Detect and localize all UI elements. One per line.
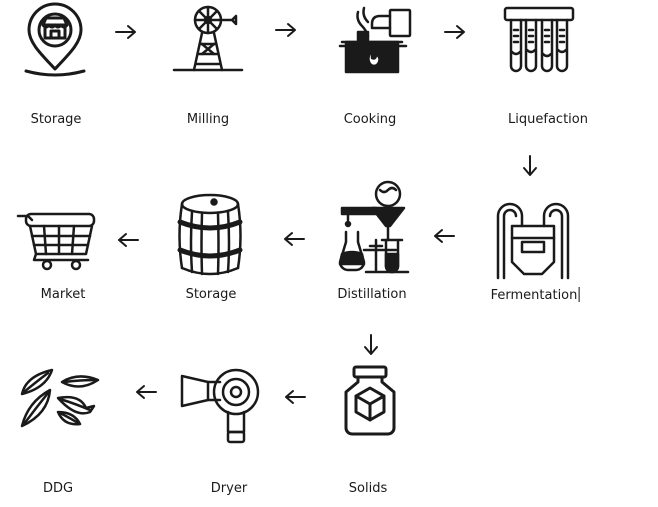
step-label-distillation: Distillation: [337, 287, 407, 302]
step-label-liquefaction: Liquefaction: [508, 112, 588, 127]
dryer-icon: [178, 368, 262, 446]
step-label-cooking: Cooking: [343, 112, 397, 127]
windmill-tower-icon: [168, 4, 248, 76]
grain-leaves-icon: [16, 368, 102, 430]
distillation-flasks-icon: [336, 180, 414, 280]
step-label-storage-1: Storage: [30, 112, 82, 127]
step-label-fermentation: Fermentation: [491, 287, 580, 303]
arrow-right-icon: [274, 22, 298, 38]
jar-with-cube-icon: [340, 364, 400, 436]
arrow-right-icon: [443, 24, 467, 40]
arrow-down-icon: [522, 154, 538, 178]
wooden-barrel-icon: [176, 192, 244, 278]
arrow-left-icon: [134, 384, 158, 400]
shopping-cart-icon: [14, 210, 98, 274]
step-label-milling: Milling: [186, 112, 230, 127]
step-label-market: Market: [40, 287, 86, 302]
cooking-pot-fire-icon: [336, 2, 414, 78]
arrow-right-icon: [114, 24, 138, 40]
arrow-left-icon: [432, 228, 456, 244]
step-label-fermentation-text: Fermentation: [490, 288, 578, 303]
arrow-left-icon: [283, 389, 307, 405]
arrow-left-icon: [116, 232, 140, 248]
step-label-ddg: DDG: [42, 481, 74, 496]
step-label-storage-2: Storage: [185, 287, 237, 302]
test-tubes-icon: [502, 4, 576, 78]
store-location-pin-icon: [22, 2, 88, 77]
step-label-solids: Solids: [348, 481, 388, 496]
arrow-left-icon: [282, 231, 306, 247]
step-label-dryer: Dryer: [210, 481, 248, 496]
fermentation-tank-icon: [494, 198, 572, 282]
text-cursor: [578, 287, 580, 302]
arrow-down-icon: [363, 333, 379, 357]
